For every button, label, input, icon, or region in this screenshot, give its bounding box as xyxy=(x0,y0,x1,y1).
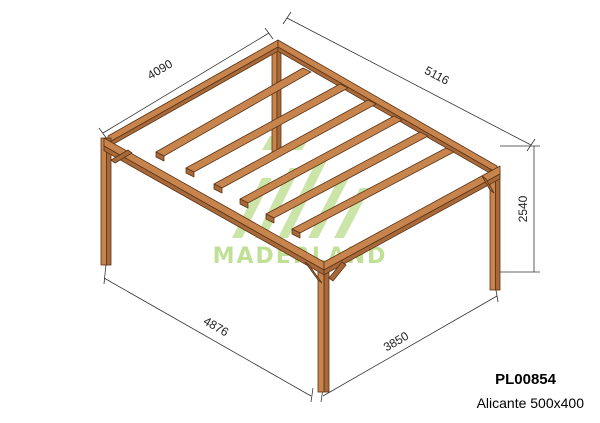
roof-slat-6 xyxy=(291,147,455,239)
slat-end xyxy=(185,167,195,178)
dimension-post-span-right: 3850 xyxy=(320,289,499,403)
beam-side xyxy=(323,173,501,276)
dimension-post-span-left: 4876 xyxy=(103,263,314,403)
beam-face xyxy=(107,39,279,144)
roof-slat-2 xyxy=(185,83,349,178)
product-model-name: Alicante 500x400 xyxy=(476,395,584,411)
pergola-front-parts xyxy=(100,137,501,393)
roof-slat-5 xyxy=(265,131,429,224)
dimension-depth-top-label: 4090 xyxy=(145,57,175,83)
post-back-corner xyxy=(271,43,282,157)
beam-front-right xyxy=(323,165,501,276)
dimension-length-top-label: 5116 xyxy=(422,63,452,88)
slat-end xyxy=(213,183,223,194)
brace-right xyxy=(481,175,495,194)
post-side xyxy=(323,261,330,393)
brace-front-left xyxy=(304,261,323,284)
post-side xyxy=(495,169,501,291)
watermark-stripe-icon xyxy=(255,168,300,238)
roof-slat-1 xyxy=(155,67,312,162)
dimension-height: 2540 xyxy=(500,145,540,273)
post-left xyxy=(100,137,112,266)
pergola-back-parts xyxy=(107,39,498,178)
pergola-roof-slats xyxy=(155,67,455,239)
brace-front-right xyxy=(328,261,347,282)
post-face xyxy=(271,43,278,157)
slat-end xyxy=(291,228,301,239)
slat-end xyxy=(155,151,165,162)
dimension-post-span-right-label: 3850 xyxy=(381,329,411,355)
product-code: PL00854 xyxy=(495,371,556,388)
roof-slat-4 xyxy=(239,115,403,209)
roof-slat-3 xyxy=(213,99,377,194)
post-side xyxy=(276,43,282,157)
dimension-height-label: 2540 xyxy=(516,195,530,222)
dimension-depth-top: 4090 xyxy=(98,27,274,140)
post-face xyxy=(100,137,107,266)
post-side xyxy=(106,137,112,266)
slat-end xyxy=(265,213,275,224)
slat-end xyxy=(239,198,249,209)
brace-left xyxy=(110,149,133,164)
